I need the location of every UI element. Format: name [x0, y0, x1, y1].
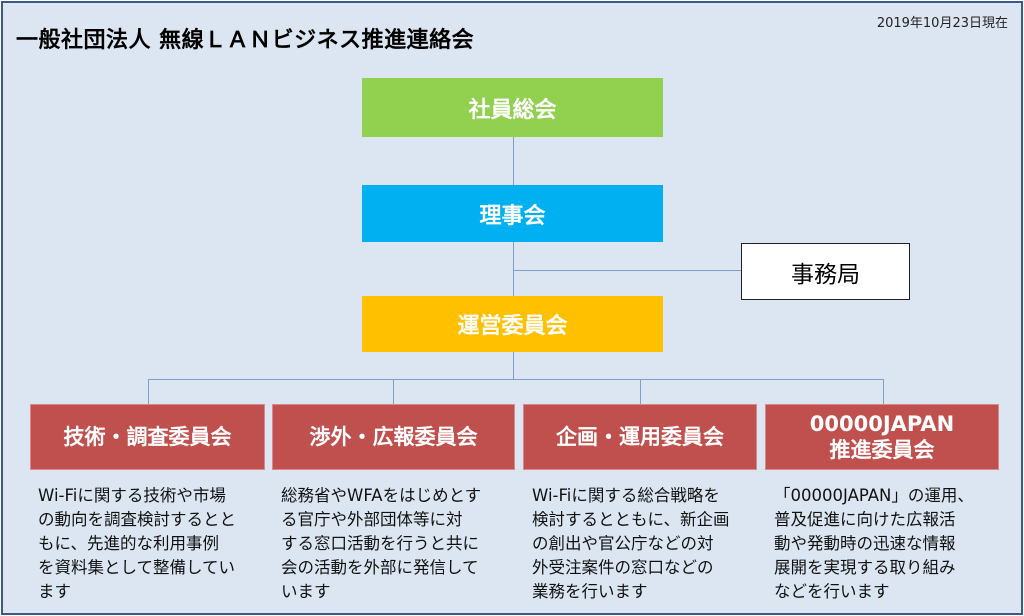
committee-external-pr: 渉外・広報委員会: [272, 404, 515, 470]
committee-planning-ops: 企画・運用委員会: [523, 404, 757, 470]
page-title: 一般社団法人 無線ＬＡＮビジネス推進連絡会: [16, 28, 475, 53]
connector-main-vertical: [513, 137, 514, 379]
connector-committee-bus: [148, 379, 884, 380]
connector-drop-1: [148, 379, 149, 404]
committee-00000japan: 00000JAPAN 推進委員会: [765, 404, 999, 470]
connector-drop-3: [640, 379, 641, 404]
node-general-meeting: 社員総会: [362, 78, 663, 137]
connector-drop-4: [883, 379, 884, 404]
committee-external-pr-desc: 総務省やWFAをはじめとす る官庁や外部団体等に対 する窓口活動を行うと共に 会…: [281, 486, 482, 601]
connector-drop-2: [393, 379, 394, 404]
committee-tech-research-desc: Wi-Fiに関する技術や市場 の動向を調査検討するとと もに、先進的な利用事例 …: [38, 486, 236, 601]
committee-tech-research: 技術・調査委員会: [30, 404, 265, 470]
as-of-date: 2019年10月23日現在: [876, 16, 1008, 31]
node-board: 理事会: [362, 185, 663, 242]
committee-planning-ops-desc: Wi-Fiに関する総合戦略を 検討するとともに、新企画 の創出や官公庁などの対 …: [532, 486, 730, 601]
node-steering-committee: 運営委員会: [362, 296, 663, 352]
node-secretariat: 事務局: [741, 243, 910, 300]
connector-secretariat: [513, 270, 741, 271]
committee-00000japan-desc: 「00000JAPAN」の運用、 普及促進に向けた広報活 動や発動時の迅速な情報…: [774, 486, 974, 601]
